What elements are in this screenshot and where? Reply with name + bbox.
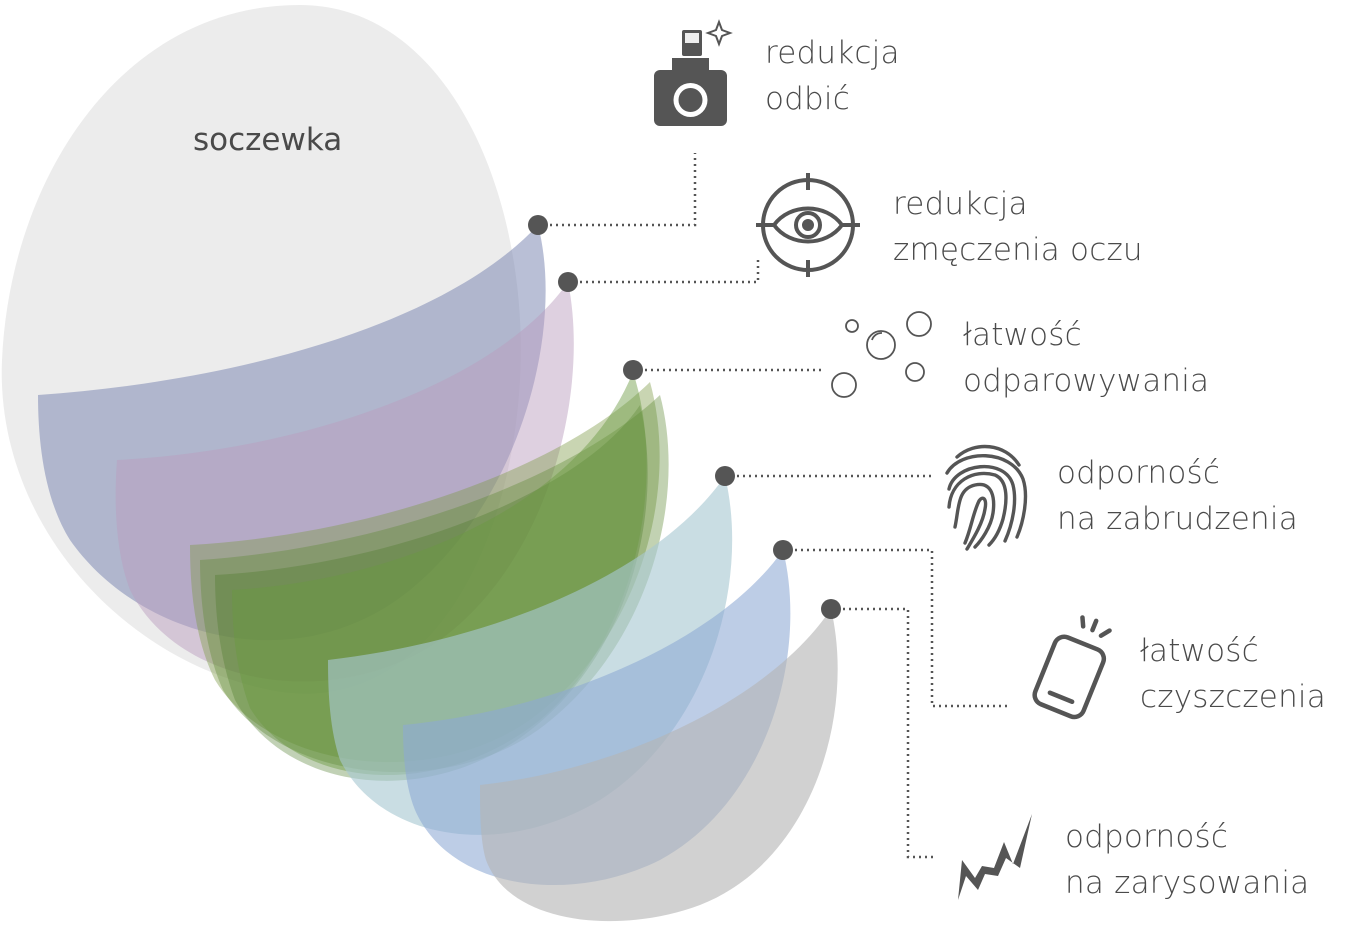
connector-scratch xyxy=(831,607,935,859)
dot-cleaning xyxy=(773,540,793,560)
bubbles-icon xyxy=(831,311,932,398)
feature-fog: łatwość odparowywania xyxy=(963,312,1209,404)
feature-smudge: odporność na zabrudzenia xyxy=(1057,450,1298,542)
feature-cleaning: łatwość czyszczenia xyxy=(1140,628,1326,720)
feature-scratch-line2: na zarysowania xyxy=(1065,865,1310,901)
anchor-dots xyxy=(528,215,841,619)
connector-reflection xyxy=(538,153,697,227)
layer-scratch xyxy=(480,609,838,922)
fingerprint-icon xyxy=(945,444,1028,551)
coating-layers xyxy=(38,225,838,922)
eye-target-icon xyxy=(756,173,860,277)
layer-reflection xyxy=(38,225,546,641)
feature-smudge-line1: odporność xyxy=(1057,455,1221,491)
connector-eye-fatigue xyxy=(568,256,760,284)
feature-reflection-line1: redukcja xyxy=(765,35,900,71)
feature-cleaning-line2: czyszczenia xyxy=(1140,679,1326,715)
feature-fog-line2: odparowywania xyxy=(963,363,1210,399)
feature-eye-fatigue-line1: redukcja xyxy=(893,186,1028,222)
connector-cleaning xyxy=(783,548,1008,708)
dot-smudge xyxy=(715,466,735,486)
feature-reflection: redukcja odbić xyxy=(765,30,900,122)
dot-fog xyxy=(623,360,643,380)
feature-cleaning-line1: łatwość xyxy=(1140,633,1259,669)
dot-scratch xyxy=(821,599,841,619)
dot-reflection xyxy=(528,215,548,235)
shiny-phone-icon xyxy=(1032,615,1112,720)
lens-label: soczewka xyxy=(193,122,343,158)
feature-scratch: odporność na zarysowania xyxy=(1065,814,1309,906)
camera-flash-icon xyxy=(654,19,733,126)
layer-eye-fatigue xyxy=(115,282,574,682)
feature-eye-fatigue-line2: zmęczenia oczu xyxy=(893,232,1143,268)
feature-scratch-line1: odporność xyxy=(1065,819,1229,855)
feature-smudge-line2: na zabrudzenia xyxy=(1057,501,1298,537)
scratch-icon xyxy=(958,814,1032,900)
feature-fog-line1: łatwość xyxy=(963,317,1082,353)
feature-reflection-line2: odbić xyxy=(765,81,850,117)
connector-lines xyxy=(538,153,1008,859)
dot-eye-fatigue xyxy=(558,272,578,292)
feature-eye-fatigue: redukcja zmęczenia oczu xyxy=(893,181,1143,273)
